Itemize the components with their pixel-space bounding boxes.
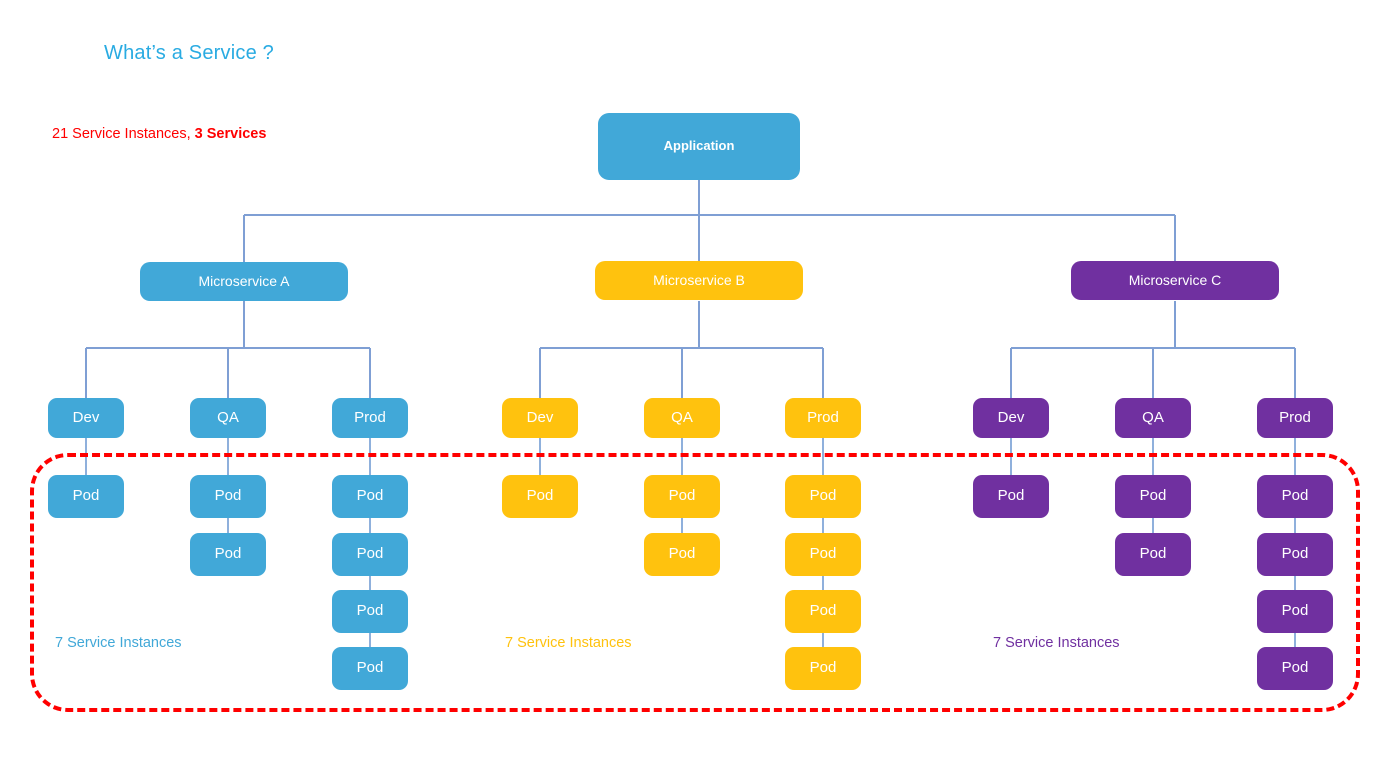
- instances-label-a: 7 Service Instances: [55, 635, 182, 651]
- pod-a-prod-4[interactable]: Pod: [332, 647, 408, 690]
- pod-a-dev-1[interactable]: Pod: [48, 475, 124, 518]
- instances-label-b: 7 Service Instances: [505, 635, 632, 651]
- page-title: What’s a Service ?: [104, 42, 274, 64]
- env-c-qa[interactable]: QA: [1115, 398, 1191, 438]
- node-microservice-b[interactable]: Microservice B: [595, 261, 803, 300]
- summary-text: 21 Service Instances, 3 Services: [52, 126, 266, 142]
- env-b-prod[interactable]: Prod: [785, 398, 861, 438]
- summary-prefix: 21 Service Instances,: [52, 126, 195, 142]
- env-a-qa[interactable]: QA: [190, 398, 266, 438]
- pod-b-prod-3[interactable]: Pod: [785, 590, 861, 633]
- pod-c-qa-2[interactable]: Pod: [1115, 533, 1191, 576]
- pod-b-prod-4[interactable]: Pod: [785, 647, 861, 690]
- env-b-dev[interactable]: Dev: [502, 398, 578, 438]
- pod-a-qa-1[interactable]: Pod: [190, 475, 266, 518]
- pod-b-qa-1[interactable]: Pod: [644, 475, 720, 518]
- env-c-prod[interactable]: Prod: [1257, 398, 1333, 438]
- pod-c-qa-1[interactable]: Pod: [1115, 475, 1191, 518]
- node-microservice-c[interactable]: Microservice C: [1071, 261, 1279, 300]
- summary-emphasis: 3 Services: [194, 126, 267, 142]
- instances-label-c: 7 Service Instances: [993, 635, 1120, 651]
- pod-b-prod-2[interactable]: Pod: [785, 533, 861, 576]
- pod-b-prod-1[interactable]: Pod: [785, 475, 861, 518]
- pod-a-prod-3[interactable]: Pod: [332, 590, 408, 633]
- pod-c-prod-2[interactable]: Pod: [1257, 533, 1333, 576]
- node-application[interactable]: Application: [598, 113, 800, 180]
- pod-b-qa-2[interactable]: Pod: [644, 533, 720, 576]
- env-a-dev[interactable]: Dev: [48, 398, 124, 438]
- pod-a-qa-2[interactable]: Pod: [190, 533, 266, 576]
- env-b-qa[interactable]: QA: [644, 398, 720, 438]
- env-a-prod[interactable]: Prod: [332, 398, 408, 438]
- pod-c-dev-1[interactable]: Pod: [973, 475, 1049, 518]
- pod-b-dev-1[interactable]: Pod: [502, 475, 578, 518]
- node-microservice-a[interactable]: Microservice A: [140, 262, 348, 301]
- pod-a-prod-2[interactable]: Pod: [332, 533, 408, 576]
- pod-c-prod-4[interactable]: Pod: [1257, 647, 1333, 690]
- pod-c-prod-3[interactable]: Pod: [1257, 590, 1333, 633]
- pod-c-prod-1[interactable]: Pod: [1257, 475, 1333, 518]
- env-c-dev[interactable]: Dev: [973, 398, 1049, 438]
- pod-a-prod-1[interactable]: Pod: [332, 475, 408, 518]
